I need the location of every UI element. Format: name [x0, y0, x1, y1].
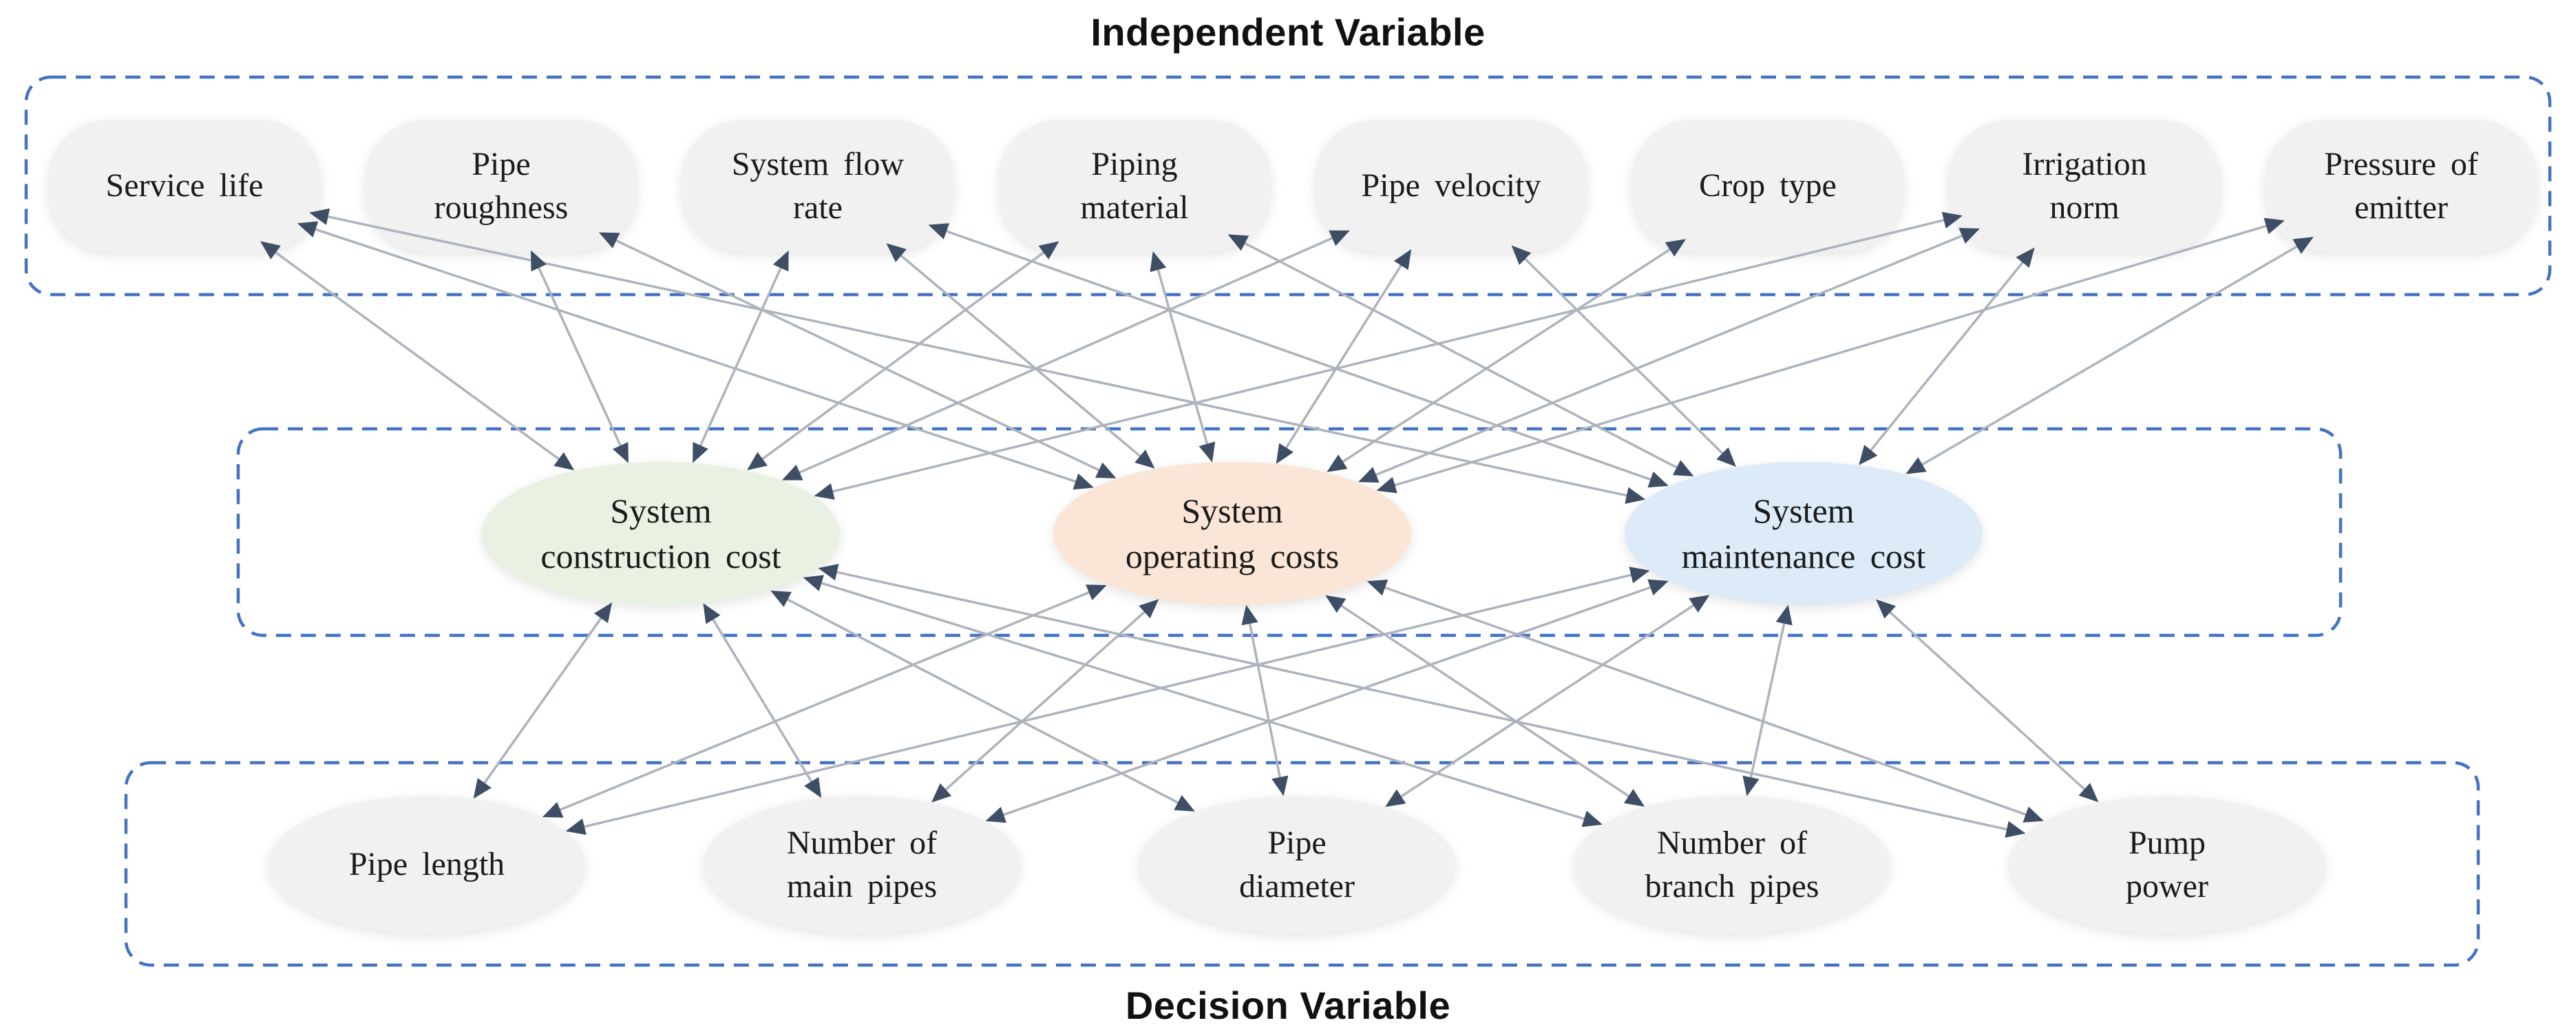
edge-number-of-branch-pipes--system-construction-cost — [803, 575, 1603, 827]
node-pump-power: Pump power — [2009, 796, 2325, 933]
node-number-of-branch-pipes: Number of branch pipes — [1574, 796, 1890, 933]
edge-number-of-main-pipes--system-operating-costs — [931, 599, 1159, 803]
node-pressure-of-emitter: Pressure of emitter — [2265, 120, 2537, 252]
edge-service-life--system-operating-costs — [297, 221, 1094, 490]
node-service-life: Service life — [48, 120, 321, 252]
edge-pipe-roughness--system-construction-cost — [531, 250, 629, 463]
edge-number-of-main-pipes--system-maintenance-cost — [985, 579, 1669, 823]
edge-system-flow-rate--system-operating-costs — [886, 243, 1155, 469]
edge-pipe-velocity--system-maintenance-cost — [1511, 245, 1736, 467]
edge-piping-material--system-construction-cost — [747, 241, 1059, 471]
edge-irrigation-norm--system-construction-cost — [814, 211, 1963, 500]
node-system-construction-cost: System construction cost — [482, 462, 840, 605]
edge-service-life--system-construction-cost — [260, 241, 575, 471]
node-system-maintenance-cost: System maintenance cost — [1625, 462, 1983, 605]
edge-pipe-length--system-construction-cost — [473, 602, 613, 799]
node-pipe-diameter: Pipe diameter — [1139, 796, 1455, 933]
edge-irrigation-norm--system-operating-costs — [1358, 228, 1980, 483]
edge-service-life--system-maintenance-cost — [309, 208, 1646, 504]
node-piping-material: Piping material — [998, 120, 1271, 252]
independent-variable-title: Independent Variable — [1090, 10, 1486, 54]
edge-pump-power--system-maintenance-cost — [1875, 599, 2099, 803]
node-irrigation-norm: Irrigation norm — [1948, 120, 2221, 252]
edge-system-flow-rate--system-maintenance-cost — [928, 223, 1669, 488]
node-system-flow-rate: System flow rate — [682, 120, 954, 252]
edge-irrigation-norm--system-maintenance-cost — [1859, 247, 2035, 465]
edge-pressure-of-emitter--system-maintenance-cost — [1905, 237, 2314, 474]
edge-number-of-branch-pipes--system-operating-costs — [1325, 595, 1645, 807]
edge-pipe-velocity--system-operating-costs — [1276, 249, 1412, 464]
edge-pipe-length--system-operating-costs — [542, 584, 1107, 818]
edge-pipe-length--system-maintenance-cost — [565, 567, 1650, 835]
edge-system-flow-rate--system-construction-cost — [693, 250, 789, 463]
node-number-of-main-pipes: Number of main pipes — [704, 796, 1020, 933]
node-crop-type: Crop type — [1632, 120, 1904, 252]
edge-pipe-diameter--system-operating-costs — [1241, 604, 1289, 796]
edge-pipe-roughness--system-operating-costs — [598, 232, 1117, 478]
edge-pump-power--system-operating-costs — [1366, 580, 2044, 823]
edge-number-of-branch-pipes--system-maintenance-cost — [1742, 604, 1793, 796]
edge-piping-material--system-maintenance-cost — [1227, 234, 1694, 477]
edge-crop-type--system-operating-costs — [1327, 239, 1687, 472]
edge-pipe-diameter--system-construction-cost — [770, 590, 1195, 812]
edge-pipe-diameter--system-maintenance-cost — [1385, 595, 1710, 807]
edge-pressure-of-emitter--system-operating-costs — [1376, 218, 2285, 494]
node-system-operating-costs: System operating costs — [1053, 462, 1411, 605]
node-pipe-velocity: Pipe velocity — [1315, 120, 1587, 252]
edge-number-of-main-pipes--system-construction-cost — [703, 603, 822, 799]
node-pipe-length: Pipe length — [268, 796, 585, 933]
decision-variable-title: Decision Variable — [1125, 984, 1451, 1027]
edge-pipe-velocity--system-construction-cost — [781, 230, 1350, 480]
edge-piping-material--system-operating-costs — [1150, 251, 1216, 463]
node-pipe-roughness: Pipe roughness — [365, 120, 637, 252]
edge-pump-power--system-construction-cost — [818, 564, 2026, 838]
